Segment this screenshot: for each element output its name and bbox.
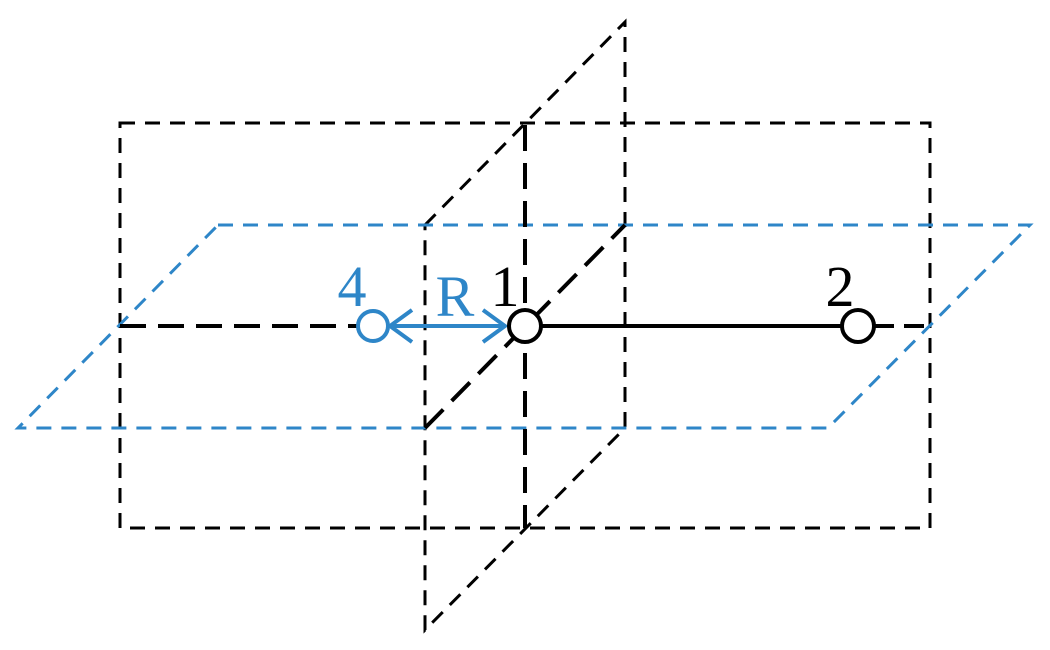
label-atom-4: 4 (338, 254, 367, 319)
label-atom-1: 1 (491, 254, 520, 319)
atom-4 (356, 309, 390, 343)
atom-1 (507, 308, 543, 344)
label-distance-R: R (436, 264, 475, 329)
oblique-plane (423, 18, 627, 634)
diagonal-axis (423, 223, 627, 430)
horizontal-plane-blue (14, 223, 1034, 430)
arrow-head-right (481, 308, 509, 344)
label-atom-2: 2 (826, 254, 855, 319)
atom-2 (840, 308, 876, 344)
